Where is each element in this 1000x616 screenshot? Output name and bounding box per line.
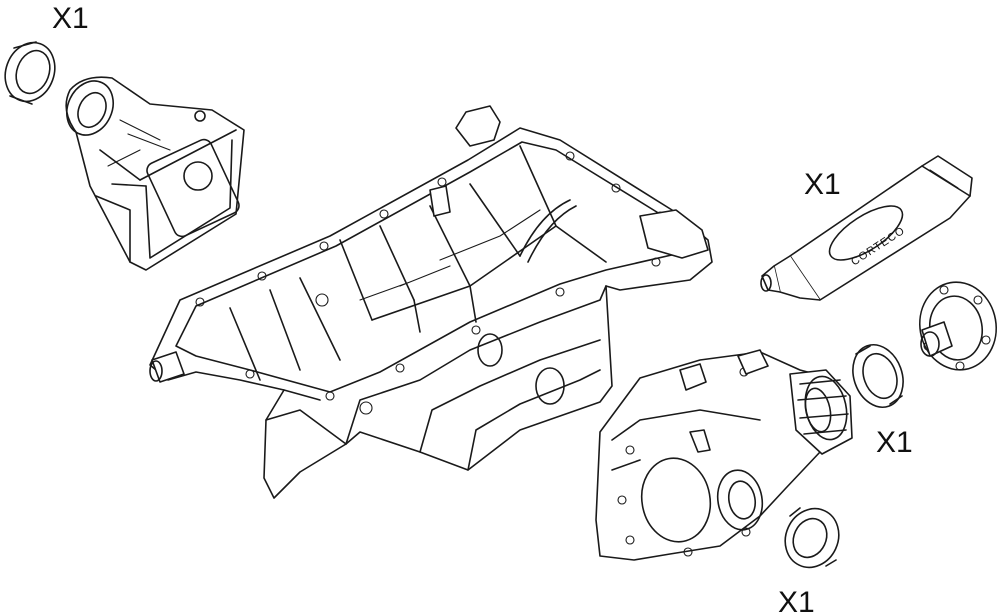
qty-label-sealant: X1	[804, 168, 841, 201]
qty-label-bottom: X1	[778, 586, 815, 616]
oil-pan	[149, 105, 713, 499]
shaft-seal-ring-top-left	[4, 41, 56, 105]
output-flange	[919, 281, 997, 371]
shaft-seal-ring-bottom	[784, 507, 840, 569]
qty-label-top-left: X1	[52, 2, 89, 35]
sealant-tube: CORTECO	[760, 155, 973, 301]
qty-label-right: X1	[876, 426, 913, 459]
adapter-housing	[65, 76, 245, 271]
differential-housing	[595, 349, 853, 561]
shaft-seal-ring-right	[852, 344, 904, 408]
